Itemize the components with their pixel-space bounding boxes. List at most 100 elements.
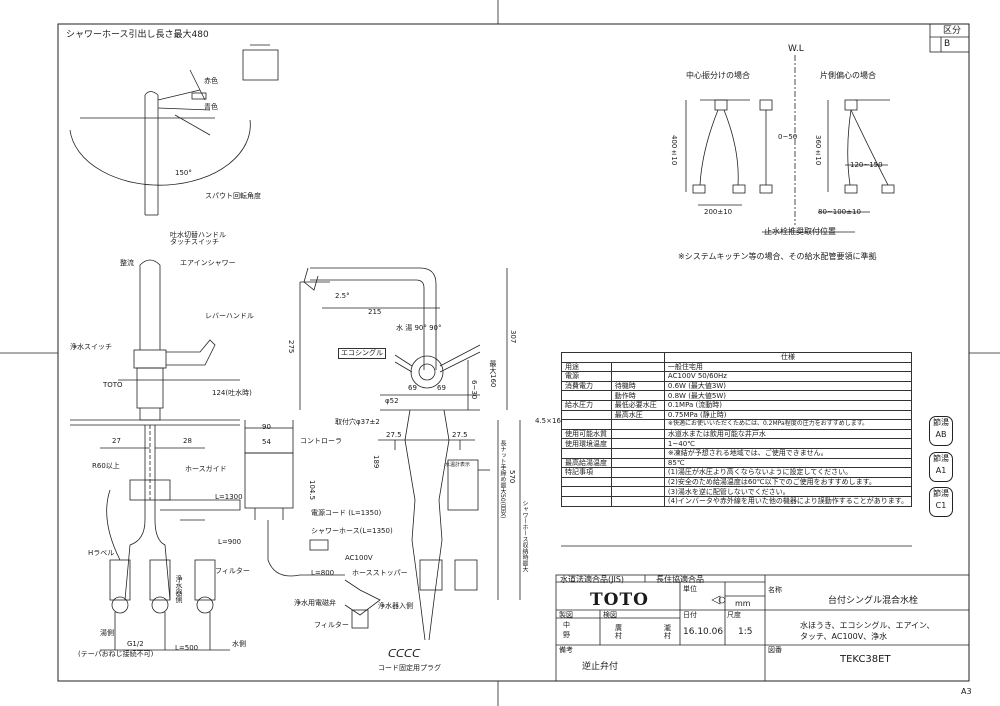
dim-90: 90: [262, 423, 271, 431]
spec-row: (2)安全のため給湯温度は60℃以下でのご使用をおすすめします。: [561, 476, 913, 488]
wl-label: W.L: [788, 44, 804, 54]
dim-28: 28: [183, 437, 192, 445]
center-label: 中心振分けの場合: [686, 71, 750, 80]
date-value: 16.10.06: [683, 627, 724, 637]
l900: L=900: [218, 538, 242, 546]
water-mark: 水温計表示: [445, 462, 471, 468]
dim-104-5: 104.5: [308, 480, 316, 501]
long-label: 長住協適合品: [656, 575, 704, 584]
dim-6-30: 6~30: [470, 380, 478, 400]
side-label: 片側偏心の場合: [820, 71, 876, 80]
drafter-2: 野: [563, 631, 570, 639]
division-label: 区分: [943, 26, 962, 36]
dim-27-5b: 27.5: [452, 431, 468, 439]
dim-160: 最大160: [489, 360, 497, 388]
scale-value: 1:5: [738, 627, 753, 637]
filter-label: フィルター: [215, 567, 250, 575]
notes-label: 備考: [559, 646, 573, 654]
symbol-a1: 節湯 A1: [929, 452, 953, 482]
hose-note: シャワーホース引出し長さ最大480: [66, 30, 209, 40]
dim-275: 275: [287, 340, 295, 354]
dim-215: 215: [368, 308, 382, 316]
taper-note: (テーパおねじ接続不可): [78, 650, 154, 658]
sheet-size: A3: [961, 687, 972, 696]
spec-title: 仕様: [663, 352, 913, 363]
dim-27: 27: [112, 437, 121, 445]
shower-hose: シャワーホース(L=1350): [311, 527, 393, 535]
mount-hole: 取付穴φ37±2: [335, 418, 380, 426]
flow-label: 整流: [120, 259, 134, 267]
drawing-label: 図番: [768, 646, 782, 654]
dim-27-5a: 27.5: [386, 431, 402, 439]
spec-row: ※快適にお使いいただくためには、0.2MPa程度の圧力をおすすめします。: [561, 419, 913, 430]
dim-124: 124(吐水時): [212, 389, 252, 397]
symbol-ab: 節湯 AB: [929, 416, 953, 446]
dim-400: 400±10: [670, 135, 678, 166]
dim-189: 189: [372, 455, 380, 469]
dim-2-5: 2.5°: [335, 292, 350, 300]
controller-label: コントローラ: [300, 437, 342, 445]
symbol-c1: 節湯 C1: [929, 487, 953, 517]
purify-inlet: 浄水器入側: [378, 602, 413, 610]
product-name: 台付シングル混合水栓: [828, 596, 919, 606]
r60-label: R60以上: [92, 462, 120, 470]
cold-side: 水側: [232, 640, 246, 648]
spec-row: (3)湯水を逆に配管しないでください。: [561, 486, 913, 497]
single-label: エコシングル: [338, 348, 386, 359]
red-label: 赤色: [204, 77, 218, 85]
power-cord: 電源コード (L=1350): [311, 509, 382, 517]
dim-4-5x16: 4.5×16: [535, 417, 561, 425]
lever-label: レバーハンドル: [205, 312, 254, 320]
dim-52: φ52: [385, 397, 399, 405]
drawing-number: TEKC38ET: [840, 654, 891, 665]
spec-row: (4)インバータや赤外線を用いた他の機器により誤動作することがあります。: [561, 495, 913, 507]
vert-note1: 長ナット手締め最大50(目安): [499, 440, 506, 519]
division-value: B: [944, 39, 951, 49]
hose-guide-label: ホースガイド: [185, 465, 227, 473]
install-caption: 止水栓推奨取付位置: [764, 227, 836, 236]
unit-value: mm: [735, 599, 751, 608]
toto-label: TOTO: [103, 381, 123, 389]
dim-360: 360±10: [814, 135, 822, 166]
spout-rotation-label: スパウト回転角度: [205, 192, 261, 200]
h-label: Hラベル: [88, 549, 115, 557]
check-label: 検図: [603, 611, 617, 619]
spout-switch-label: 吐水切替ハンドル タッチスイッチ: [170, 231, 226, 246]
ac100: AC100V: [345, 554, 373, 562]
filter2: フィルター: [314, 621, 349, 629]
checker-3: 瀧: [664, 624, 671, 632]
jis-label: 水道法適合品(JIS): [560, 575, 625, 584]
spec-row: 用途一般住宅用: [561, 361, 913, 373]
brand-logo: TOTO: [590, 590, 649, 610]
install-note: ※システムキッチン等の場合、その給水配管要領に準拠: [678, 252, 877, 261]
vert-note2: シャワーホース収納時最大: [521, 500, 528, 572]
dim-0-50: 0~50: [778, 133, 798, 141]
aerated-shower-label: エアインシャワー: [180, 259, 236, 267]
purify-switch-label: 浄水スイッチ: [70, 343, 112, 351]
spec-row: 特記事項(1)湯圧が水圧より高くならないように設定してください。: [561, 467, 913, 478]
swing-angle: 150°: [175, 169, 192, 177]
l1300: L=1300: [215, 493, 243, 501]
l800: L=800: [311, 569, 335, 577]
hose-stopper: ホースストッパー: [352, 569, 408, 577]
unit-label: 単位: [683, 585, 697, 593]
checker-2: 村: [615, 632, 622, 640]
date-label: 日付: [683, 611, 697, 619]
angle-label: 水 湯 90° 90°: [396, 324, 442, 332]
plug-label: コード固定用プラグ: [378, 664, 441, 672]
spec-row: 使用可能水質水道水または飲用可能な井戸水: [561, 428, 913, 440]
spec-row: ※凍結が予想される地域では、ご使用できません。: [561, 447, 913, 459]
dim-200: 200±10: [704, 208, 733, 216]
purify-valve: 浄水用電磁弁: [294, 599, 336, 607]
notes-value: 逆止弁付: [582, 662, 619, 672]
g12: G1/2: [127, 640, 144, 648]
dim-307: 307: [509, 330, 517, 344]
